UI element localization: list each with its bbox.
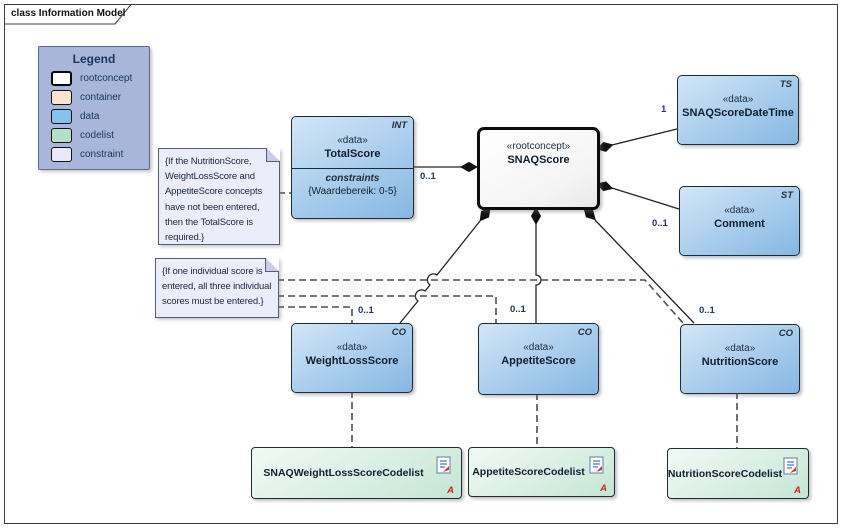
notelink-constraint2-weightlossscore[interactable] <box>277 306 353 323</box>
node-weightlossscore[interactable]: CO «data» WeightLossScore <box>291 323 413 393</box>
node-name: TotalScore <box>324 148 381 160</box>
notelink-constraint2-appetitescore[interactable] <box>277 295 497 323</box>
note-line: WeightLossScore and <box>165 171 255 183</box>
legend-title: Legend <box>72 52 116 66</box>
stereotype: «data» <box>722 94 754 105</box>
composition-diamond <box>596 142 614 152</box>
note-line: {If the NutritionScore, <box>165 156 252 167</box>
legend-swatch-codelist <box>51 127 72 143</box>
diagram-frame-tab <box>4 4 133 25</box>
multiplicity-weightlossscore: 0..1 <box>358 305 374 316</box>
composition-diamond <box>459 161 479 173</box>
multiplicity-appetitescore: 0..1 <box>510 304 526 315</box>
node-nutritionscorecodelist[interactable]: NutritionScoreCodelist A <box>667 448 809 499</box>
codelist-letter: A <box>447 485 454 496</box>
codelist-document-icon <box>589 456 604 474</box>
note-fold-icon <box>266 148 280 162</box>
codelist-letter: A <box>600 483 607 494</box>
node-snaqweightlossscorecodelist[interactable]: SNAQWeightLossScoreCodelist A <box>251 447 462 499</box>
legend-swatch-data <box>51 108 72 124</box>
node-name: NutritionScoreCodelist <box>667 467 783 480</box>
constraints-compartment-title: constraints <box>325 173 380 184</box>
legend-item-codelist: codelist <box>51 127 149 143</box>
codelist-document-icon <box>436 456 451 474</box>
composition-diamond <box>479 207 491 222</box>
note-line: then the TotalScore is <box>165 216 253 228</box>
node-name: SNAQWeightLossScoreCodelist <box>263 467 424 479</box>
legend-item-rootconcept: rootconcept <box>51 70 149 86</box>
type-label: INT <box>391 120 407 131</box>
composition-snaqscore-weightlossscore[interactable] <box>399 205 494 324</box>
multiplicity-totalscore: 0..1 <box>420 171 436 182</box>
diagram-title: class Information Model <box>11 8 126 19</box>
composition-snaqscore-datetime[interactable] <box>596 128 678 153</box>
composition-snaqscore-appetitescore[interactable] <box>530 206 542 323</box>
legend-item-constraint: constraint <box>51 146 149 162</box>
node-totalscore[interactable]: INT «data» TotalScore constraints {Waard… <box>291 116 414 219</box>
note-line: AppetiteScore concepts <box>165 186 263 198</box>
legend-swatch-container <box>51 89 72 105</box>
node-name: AppetiteScoreCodelist <box>472 466 585 478</box>
node-snaqscoredatetime[interactable]: TS «data» SNAQScoreDateTime <box>677 75 799 145</box>
node-name: AppetiteScore <box>501 355 576 367</box>
composition-diamond <box>596 181 614 192</box>
node-name: NutritionScore <box>701 356 779 368</box>
node-appetitescore[interactable]: CO «data» AppetiteScore <box>478 323 599 395</box>
composition-diamond <box>530 206 542 226</box>
stereotype: «data» <box>336 342 368 353</box>
note-line: have not been entered, <box>165 201 260 213</box>
type-label: CO <box>778 328 793 339</box>
legend-item-data: data <box>51 108 149 124</box>
constraint-value: {Waardebereik: 0-5} <box>308 186 397 197</box>
composition-snaqscore-comment[interactable] <box>596 180 680 210</box>
notelink-constraint2-nutritionscore[interactable] <box>277 279 684 324</box>
stereotype: «data» <box>523 342 554 353</box>
legend-item-container: container <box>51 89 149 105</box>
codelist-letter: A <box>794 485 801 496</box>
stereotype: «data» <box>724 343 756 354</box>
node-name: SNAQScoreDateTime <box>682 107 794 119</box>
stereotype: «rootconcept» <box>506 141 571 152</box>
stereotype: «data» <box>724 205 755 216</box>
type-label: CO <box>577 327 592 338</box>
multiplicity-nutritionscore: 0..1 <box>699 305 715 316</box>
codelist-document-icon <box>783 457 798 475</box>
composition-snaqscore-totalscore[interactable] <box>412 161 479 173</box>
node-name: WeightLossScore <box>305 355 399 367</box>
stereotype: «data» <box>337 135 368 146</box>
legend: Legend rootconcept container data codeli… <box>38 46 150 170</box>
node-comment[interactable]: ST «data» Comment <box>679 186 800 256</box>
type-label: TS <box>779 79 792 90</box>
constraint-note-individual-scores[interactable]: {If one individual score is entered, all… <box>155 258 279 318</box>
legend-swatch-rootconcept <box>51 70 72 86</box>
type-label: CO <box>391 327 406 338</box>
legend-swatch-constraint <box>51 146 72 162</box>
note-line: required.} <box>165 232 205 244</box>
node-nutritionscore[interactable]: CO «data» NutritionScore <box>680 324 800 394</box>
type-label: ST <box>780 190 793 201</box>
multiplicity-comment: 0..1 <box>652 218 668 229</box>
note-line: entered, all three individual <box>162 281 272 293</box>
node-snaqscore[interactable]: «rootconcept» SNAQScore <box>477 127 600 210</box>
note-line: {If one individual score is <box>162 266 263 277</box>
node-appetitescorecodelist[interactable]: AppetiteScoreCodelist A <box>468 447 615 497</box>
note-line: scores must be entered.} <box>162 296 264 308</box>
composition-snaqscore-nutritionscore[interactable] <box>581 205 695 324</box>
node-name: SNAQScore <box>507 154 570 166</box>
diagram-frame-border <box>4 4 838 524</box>
constraint-note-totalscore[interactable]: {If the NutritionScore, WeightLossScore … <box>158 148 280 245</box>
note-fold-icon <box>265 258 279 272</box>
multiplicity-snaqscoredatetime: 1 <box>661 104 667 115</box>
node-name: Comment <box>714 218 765 230</box>
compartment-divider <box>292 168 413 169</box>
